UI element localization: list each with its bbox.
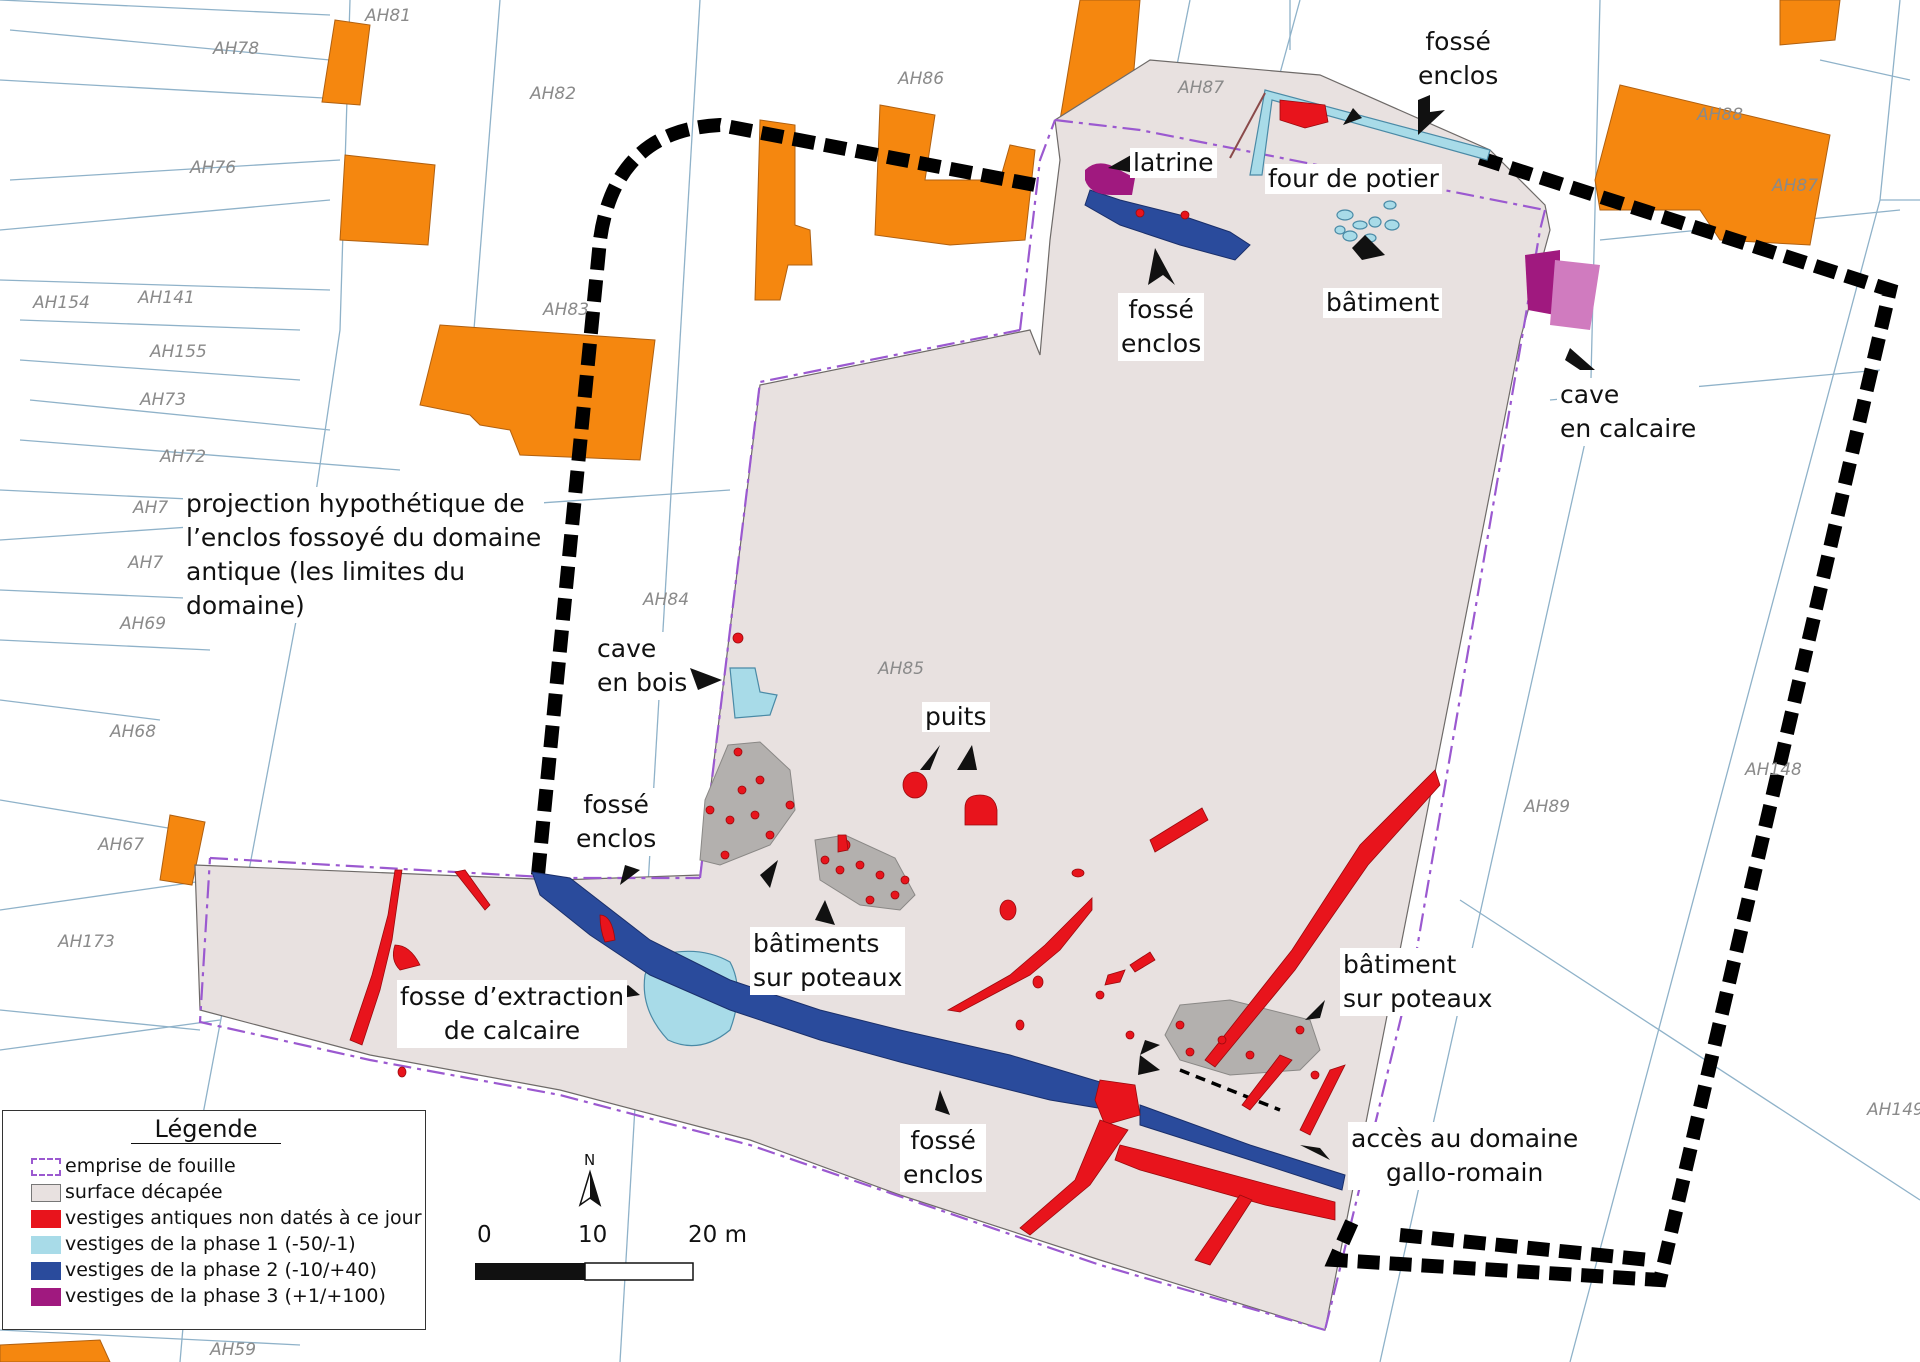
parcel-label: AH85	[878, 659, 925, 679]
north-label: N	[584, 1151, 596, 1169]
label-acces-domaine: accès au domaine gallo-romain	[1348, 1122, 1582, 1190]
projection-enclos	[531, 117, 1899, 1288]
legend-swatch-decapee	[31, 1184, 61, 1202]
parcel-label: AH88	[1697, 105, 1744, 125]
label-fosse-enclos-west: fossé enclos	[573, 788, 660, 856]
label-fosse-enclos-north: fossé enclos	[1118, 293, 1205, 361]
legend-label: vestiges de la phase 1 (-50/-1)	[65, 1233, 356, 1255]
label-cave-en-calcaire: cave en calcaire	[1557, 378, 1700, 446]
parcel-label: AH59	[210, 1340, 257, 1360]
parcel-label: AH89	[1524, 797, 1571, 817]
parcel-label: AH87	[1178, 78, 1225, 98]
label-cave-en-bois: cave en bois	[594, 632, 691, 700]
label-fosse-extraction: fosse d’extraction de calcaire	[397, 980, 628, 1048]
parcel-label: AH154	[33, 293, 90, 313]
parcel-label: AH155	[150, 342, 207, 362]
parcel-label: AH78	[213, 39, 260, 59]
label-batiment-north: bâtiment	[1323, 288, 1443, 318]
legend-swatch-red	[31, 1210, 61, 1228]
parcel-label: AH67	[98, 835, 145, 855]
parcel-label: AH69	[120, 614, 167, 634]
legend-label: vestiges de la phase 2 (-10/+40)	[65, 1259, 377, 1281]
parcel-label: AH141	[138, 288, 195, 308]
label-latrine: latrine	[1130, 148, 1217, 178]
label-projection-enclos: projection hypothétique de l’enclos foss…	[183, 487, 545, 623]
parcel-label: AH7	[133, 498, 169, 518]
buildings	[0, 0, 1841, 1362]
label-batiments-sur-poteaux: bâtiments sur poteaux	[750, 927, 906, 995]
legend-swatch-phase2	[31, 1262, 61, 1280]
label-batiment-sur-poteaux: bâtiment sur poteaux	[1340, 948, 1496, 1016]
scale-bar	[475, 1262, 694, 1281]
legend-label: emprise de fouille	[65, 1155, 236, 1177]
scale-label-0: 0	[477, 1222, 492, 1248]
legend-label: surface décapée	[65, 1181, 223, 1203]
legend-swatch-emprise	[31, 1158, 61, 1176]
parcel-label: AH87	[1772, 176, 1819, 196]
label-fosse-enclos-top: fossé enclos	[1415, 25, 1502, 93]
label-four-de-potier: four de potier	[1265, 164, 1442, 194]
parcel-label: AH72	[160, 447, 207, 467]
acces-dashed	[1179, 1068, 1281, 1112]
parcel-label: AH148	[1745, 760, 1802, 780]
parcel-label: AH86	[898, 69, 945, 89]
parcel-label: AH76	[190, 158, 237, 178]
label-fosse-enclos-south: fossé enclos	[900, 1124, 987, 1192]
parcel-label: AH81	[365, 6, 412, 26]
parcel-label: AH7	[128, 553, 164, 573]
parcel-label: AH73	[140, 390, 187, 410]
scale-label-10: 10	[578, 1222, 608, 1248]
parcel-label: AH149	[1867, 1100, 1920, 1120]
label-puits: puits	[922, 702, 990, 732]
parcel-label: AH173	[58, 932, 115, 952]
phase3-vestiges	[1085, 163, 1600, 330]
legend-label: vestiges de la phase 3 (+1/+100)	[65, 1285, 386, 1307]
legend: Légende emprise de fouille surface décap…	[2, 1110, 426, 1330]
parcel-label: AH83	[543, 300, 590, 320]
parcel-label: AH82	[530, 84, 577, 104]
north-arrow	[578, 1169, 602, 1207]
parcel-label: AH84	[643, 590, 690, 610]
legend-swatch-phase1	[31, 1236, 61, 1254]
scale-label-20: 20 m	[688, 1222, 747, 1248]
legend-swatch-phase3	[31, 1288, 61, 1306]
undated-vestiges	[349, 99, 1441, 1266]
legend-title: Légende	[131, 1115, 281, 1144]
parcel-label: AH68	[110, 722, 157, 742]
legend-label: vestiges antiques non datés à ce jour	[65, 1207, 422, 1229]
